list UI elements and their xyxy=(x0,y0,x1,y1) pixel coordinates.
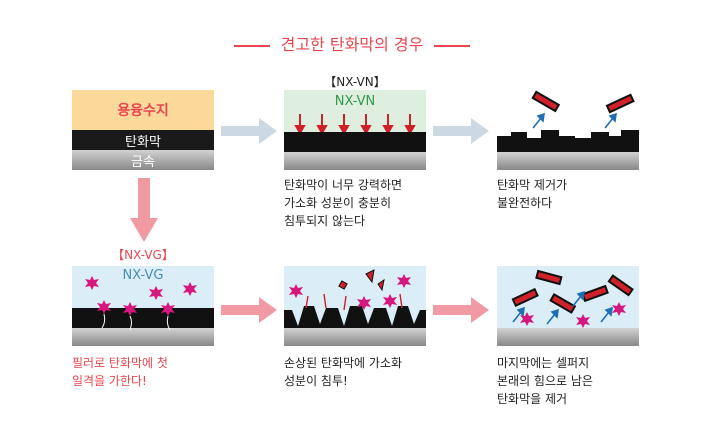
vn-panel-middle: NX-VN xyxy=(284,90,426,170)
vn-arrows xyxy=(294,114,416,136)
vn-carbide-layer xyxy=(284,132,426,152)
caption-line: 성분이 침투! xyxy=(284,374,348,388)
resin-label: 용융수지 xyxy=(117,103,169,119)
caption-line: 마지막에는 셀퍼지 xyxy=(497,356,590,370)
caption-line: 손상된 탄화막에 가소화 xyxy=(284,356,403,370)
vn-label: 【NX-VN】 xyxy=(324,75,386,89)
caption-line: 본래의 힘으로 남은 xyxy=(497,374,593,388)
caption-vg-middle: 손상된 탄화막에 가소화 성분이 침투! xyxy=(284,354,402,390)
carbide-label: 탄화막 xyxy=(125,134,161,150)
vn-panel-right xyxy=(497,90,639,170)
flow-arrow-1 xyxy=(221,118,277,144)
caption-line: 침투되지 않는다 xyxy=(284,214,366,228)
vg-panel-left xyxy=(72,266,214,346)
flow-arrow-3 xyxy=(221,297,277,323)
flake-group xyxy=(531,90,635,114)
vn-metal-layer xyxy=(284,152,426,170)
title-dash-left xyxy=(233,44,270,47)
title-dash-right xyxy=(434,44,471,47)
legend-panel: 용융수지 탄화막 금속 xyxy=(72,90,214,170)
title-text: 견고한 탄화막의 경우 xyxy=(280,35,424,54)
caption-vn-middle: 탄화막이 너무 강력하면 가소화 성분이 충분히 침투되지 않는다 xyxy=(284,176,402,230)
resin-layer: 용융수지 xyxy=(72,90,214,130)
flow-arrow-down xyxy=(130,178,158,242)
vg-fluid-label-left: NX-VG xyxy=(122,268,164,283)
diagram-title: 견고한 탄화막의 경우 xyxy=(0,31,704,55)
caption-line: 탄화막이 너무 강력하면 xyxy=(284,178,403,192)
caption-line: 필러로 탄화막에 첫 xyxy=(72,356,168,370)
caption-line: 탄화막 제거가 xyxy=(497,178,568,192)
caption-line: 탄화막을 제거 xyxy=(497,392,568,406)
metal-label: 금속 xyxy=(131,154,155,170)
caption-line: 가소화 성분이 충분히 xyxy=(284,196,391,210)
caption-vg-right: 마지막에는 셀퍼지 본래의 힘으로 남은 탄화막을 제거 xyxy=(497,354,593,408)
caption-vn-right: 탄화막 제거가 불완전하다 xyxy=(497,176,567,212)
flow-arrow-4 xyxy=(433,297,489,323)
caption-vg-left: 필러로 탄화막에 첫 일격을 가한다! xyxy=(72,354,168,390)
flow-arrow-2 xyxy=(433,118,489,144)
caption-line: 불완전하다 xyxy=(497,196,553,210)
vg-label: 【NX-VG】 xyxy=(112,248,174,262)
vg-panel-right xyxy=(497,266,639,346)
carbide-layer: 탄화막 xyxy=(72,130,214,150)
vg-panel-middle xyxy=(284,266,426,346)
vn-fluid-label: NX-VN xyxy=(334,94,376,109)
metal-layer: 금속 xyxy=(72,150,214,170)
caption-line: 일격을 가한다! xyxy=(72,374,147,388)
